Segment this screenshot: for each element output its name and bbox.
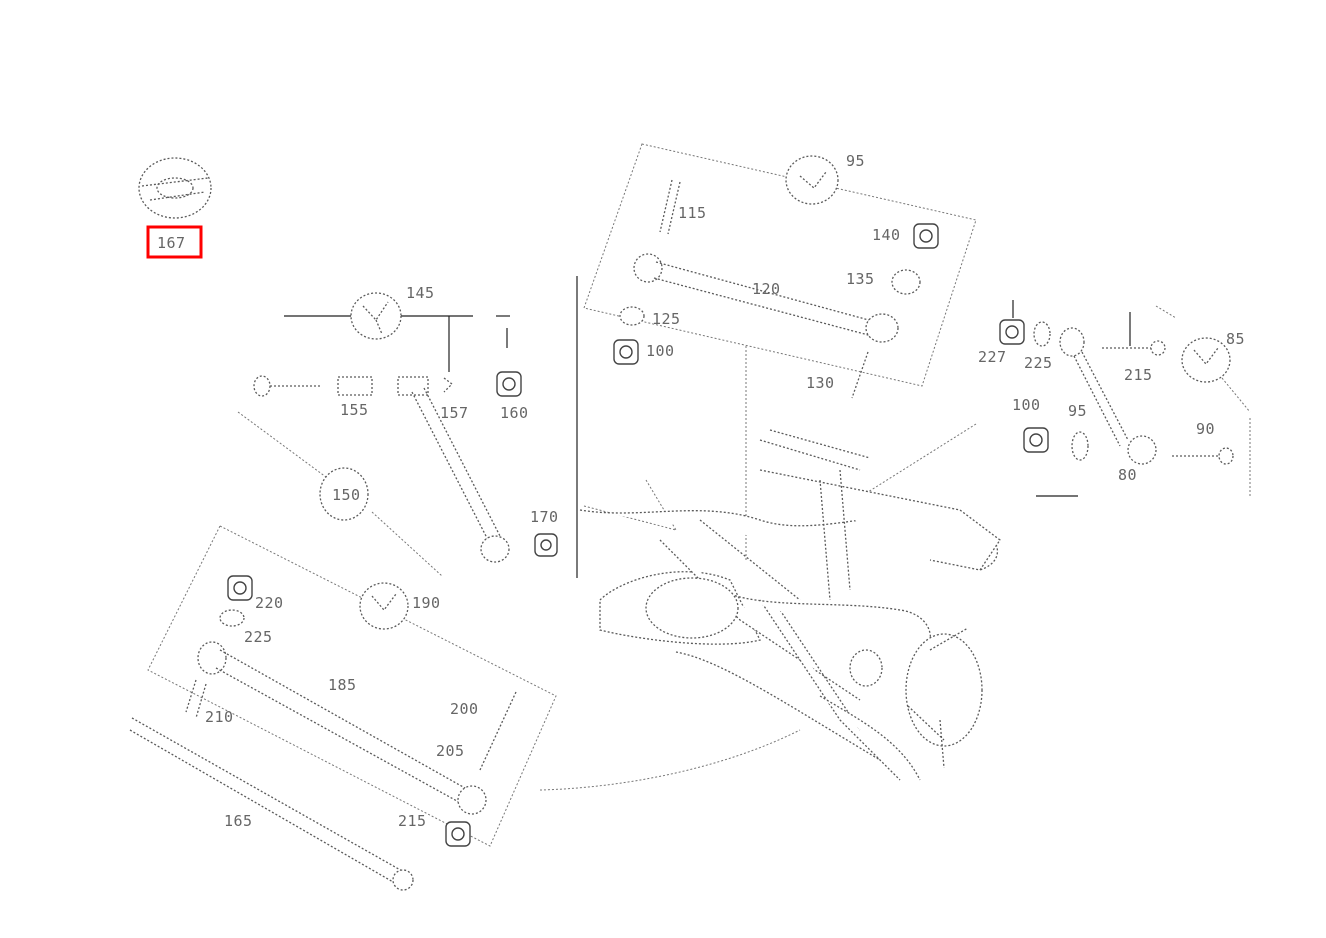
part-145-washer[interactable]	[350, 292, 402, 340]
part-215-nut[interactable]	[445, 821, 471, 847]
callout-100b[interactable]: 100	[1012, 396, 1041, 414]
part-225-washer[interactable]	[219, 609, 245, 627]
callout-200[interactable]: 200	[450, 700, 479, 718]
callout-225b[interactable]: 225	[1024, 354, 1053, 372]
part-100-nut[interactable]	[613, 339, 639, 365]
part-167-bushing[interactable]	[138, 157, 212, 219]
callout-160[interactable]: 160	[500, 404, 529, 422]
callout-220[interactable]: 220	[255, 594, 284, 612]
callout-155[interactable]: 155	[340, 401, 369, 419]
callout-120[interactable]: 120	[752, 280, 781, 298]
callout-95b[interactable]: 95	[1068, 402, 1087, 420]
callout-185[interactable]: 185	[328, 676, 357, 694]
part-160-nut[interactable]	[496, 371, 522, 397]
part-90-bolt[interactable]	[1172, 447, 1234, 465]
callout-135[interactable]: 135	[846, 270, 875, 288]
frame-upper-center	[583, 143, 977, 387]
callout-167[interactable]: 167	[157, 234, 186, 252]
part-190-washer[interactable]	[359, 582, 409, 630]
part-subframe-assembly	[539, 346, 1001, 791]
highlight-box	[146, 225, 203, 259]
part-115-bolt[interactable]	[659, 179, 681, 235]
part-95b-washer[interactable]	[1071, 431, 1089, 461]
callout-205[interactable]: 205	[436, 742, 465, 760]
part-135-washer[interactable]	[891, 269, 921, 295]
part-170-nut[interactable]	[534, 533, 558, 557]
part-155-bolt[interactable]	[253, 375, 373, 397]
part-stabilizer-link[interactable]	[411, 387, 510, 563]
frame-lower-left	[147, 525, 557, 847]
part-120-control-arm[interactable]	[633, 253, 899, 343]
part-150-disc[interactable]	[319, 467, 369, 521]
callout-165[interactable]: 165	[224, 812, 253, 830]
callout-210[interactable]: 210	[205, 708, 234, 726]
part-157-bolt[interactable]	[397, 376, 453, 396]
part-165-rod[interactable]	[129, 717, 414, 891]
part-185-control-arm[interactable]	[185, 641, 487, 815]
callout-227[interactable]: 227	[978, 348, 1007, 366]
callout-125[interactable]: 125	[652, 310, 681, 328]
callout-150[interactable]: 150	[332, 486, 361, 504]
part-220-nut[interactable]	[227, 575, 253, 601]
part-125-washer[interactable]	[619, 306, 645, 326]
part-140-nut[interactable]	[913, 223, 939, 249]
callout-100[interactable]: 100	[646, 342, 675, 360]
part-85-washer[interactable]	[1181, 337, 1231, 383]
callout-85[interactable]: 85	[1226, 330, 1245, 348]
leader-150	[237, 411, 443, 577]
part-215b-bolt[interactable]	[1102, 340, 1166, 356]
callout-215b[interactable]: 215	[1124, 366, 1153, 384]
callout-140[interactable]: 140	[872, 226, 901, 244]
leader-right	[1155, 305, 1251, 413]
callout-190[interactable]: 190	[412, 594, 441, 612]
callout-157[interactable]: 157	[440, 404, 469, 422]
callout-170[interactable]: 170	[530, 508, 559, 526]
callout-95[interactable]: 95	[846, 152, 865, 170]
part-100b-nut[interactable]	[1023, 427, 1049, 453]
callout-115[interactable]: 115	[678, 204, 707, 222]
part-225b-washer[interactable]	[1033, 321, 1051, 347]
callout-130[interactable]: 130	[806, 374, 835, 392]
part-right-link[interactable]	[1059, 327, 1157, 465]
callout-225[interactable]: 225	[244, 628, 273, 646]
callout-80[interactable]: 80	[1118, 466, 1137, 484]
part-200-bolt[interactable]	[479, 691, 517, 771]
callout-215[interactable]: 215	[398, 812, 427, 830]
part-130-bolt[interactable]	[851, 351, 869, 399]
part-95-washer[interactable]	[785, 155, 839, 205]
callout-90[interactable]: 90	[1196, 420, 1215, 438]
callout-145[interactable]: 145	[406, 284, 435, 302]
part-227-nut[interactable]	[999, 319, 1025, 345]
